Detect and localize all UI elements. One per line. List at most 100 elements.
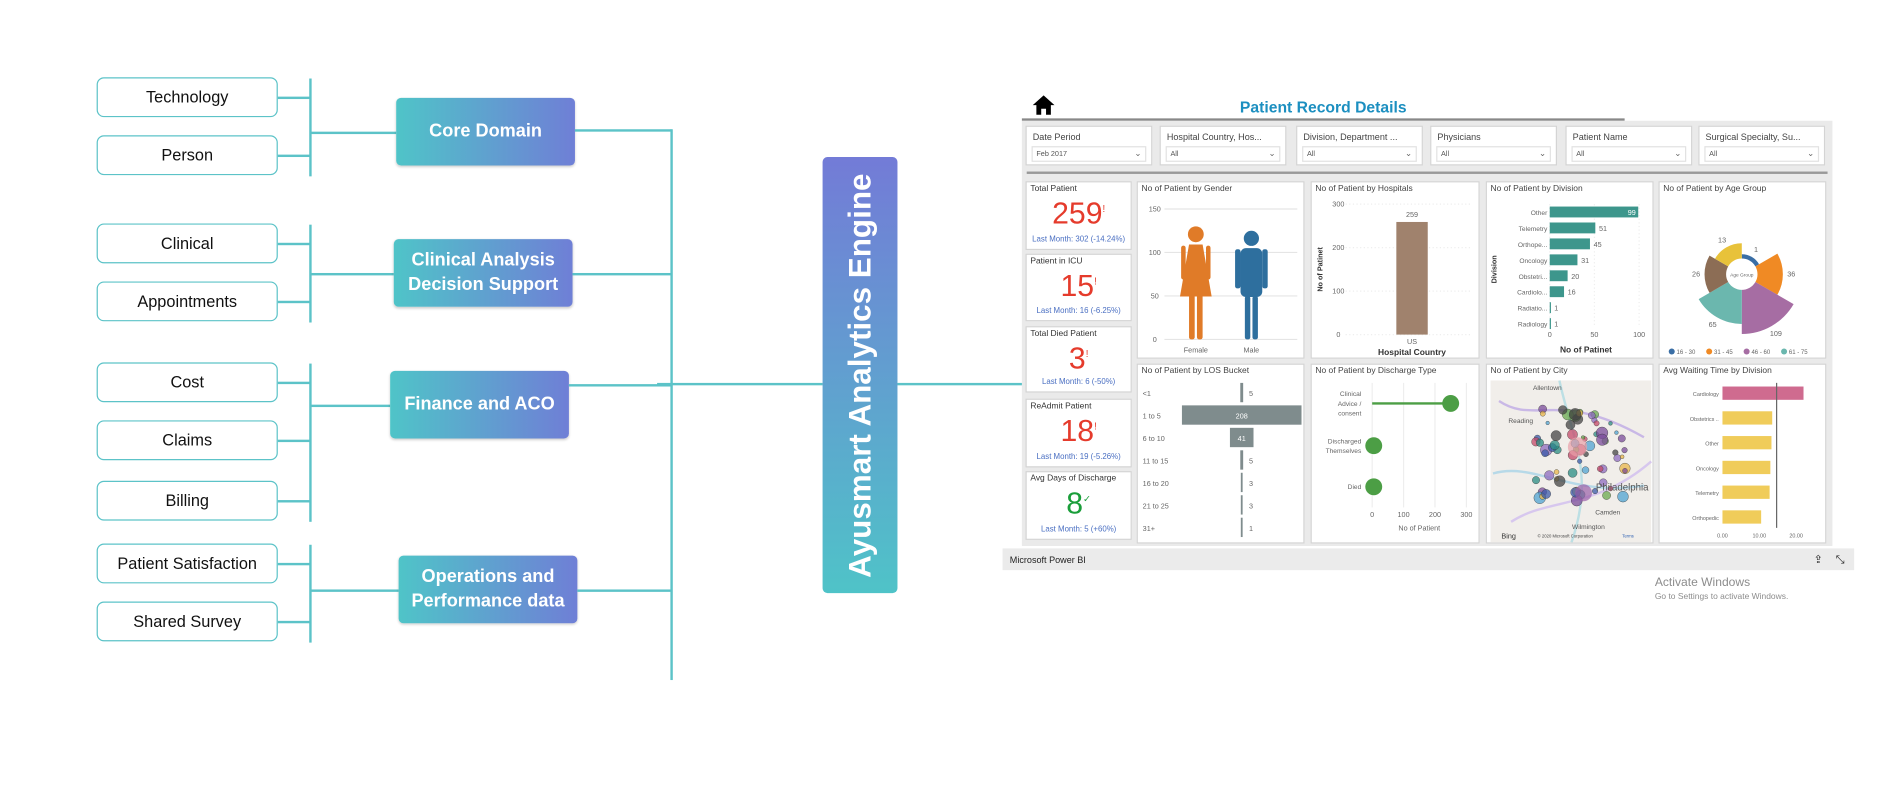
city-bubble[interactable] <box>1608 421 1613 426</box>
city-bubble[interactable] <box>1597 465 1604 472</box>
data-label: 31 <box>1581 256 1589 265</box>
city-bubble[interactable] <box>1535 438 1544 447</box>
city-bubble[interactable] <box>1622 468 1628 474</box>
category-label: Themselves <box>1326 448 1362 455</box>
data-label: 51 <box>1599 224 1607 233</box>
city-bubble[interactable] <box>1565 420 1576 430</box>
domain-box: Clinical Analysis Decision Support <box>393 239 573 307</box>
data-label: 1 <box>1754 245 1758 254</box>
city-bubble[interactable] <box>1592 488 1599 495</box>
connector <box>277 300 311 304</box>
panel-title: No of Patient by LOS Bucket <box>1141 367 1250 376</box>
city-bubble[interactable] <box>1602 491 1611 500</box>
data-label: 1 <box>1249 524 1253 533</box>
activate-windows-hint: Go to Settings to activate Windows. <box>1654 593 1789 602</box>
city-bubble[interactable] <box>1554 475 1566 487</box>
city-bubble[interactable] <box>1613 454 1622 462</box>
bar <box>1722 485 1770 499</box>
map-place-label: Camden <box>1595 510 1620 517</box>
city-bubble[interactable] <box>1541 489 1551 499</box>
city-bubble[interactable] <box>1539 410 1546 417</box>
city-bubble[interactable] <box>1588 411 1596 420</box>
share-icon[interactable]: ⇪ <box>1813 553 1823 566</box>
city-bubble[interactable] <box>1567 468 1578 478</box>
city-bubble[interactable] <box>1553 469 1560 475</box>
city-bubble[interactable] <box>1596 433 1609 446</box>
kpi-number: 18 <box>1060 414 1095 449</box>
map-place-label: Allentown <box>1533 385 1562 392</box>
city-bubble[interactable] <box>1550 430 1562 442</box>
connector <box>277 242 311 246</box>
bar <box>1549 318 1551 330</box>
connector <box>897 382 1025 386</box>
filter-dropdown[interactable]: All⌄ <box>1302 146 1417 162</box>
kpi-title: Patient in ICU <box>1030 257 1083 266</box>
map-terms-link[interactable]: Terms <box>1622 534 1633 539</box>
filter-dropdown[interactable]: Feb 2017⌄ <box>1031 146 1147 162</box>
legend-marker <box>1743 348 1750 355</box>
filter-dropdown[interactable]: All⌄ <box>1704 146 1820 162</box>
domain-box: Finance and ACO <box>390 370 569 439</box>
connector <box>568 384 672 387</box>
kpi-comparison: Last Month: 5 (+60%) <box>1041 525 1117 534</box>
city-bubble[interactable] <box>1581 466 1590 474</box>
city-bubble[interactable] <box>1545 420 1550 425</box>
map-place-label: Reading <box>1508 418 1533 425</box>
category-label: 16 to 20 <box>1143 479 1169 488</box>
footer-bar: Microsoft Power BI ⇪ ⤡ <box>1002 548 1855 571</box>
chevron-down-icon: ⌄ <box>1134 149 1142 159</box>
data-label: 3 <box>1249 479 1253 488</box>
city-bubble[interactable] <box>1549 440 1560 450</box>
filter-dropdown[interactable]: All⌄ <box>1571 146 1687 162</box>
filter-dropdown[interactable]: All⌄ <box>1436 146 1551 162</box>
x-axis-title: Hospital Country <box>1378 347 1446 357</box>
source-box: Appointments <box>96 281 278 322</box>
city-bubble[interactable] <box>1614 430 1619 435</box>
city-bubble[interactable] <box>1544 470 1555 481</box>
female-figure <box>1179 226 1212 340</box>
map-road <box>1498 400 1645 439</box>
category-label: 31+ <box>1143 524 1155 533</box>
city-bubble[interactable] <box>1569 408 1582 421</box>
city-bubble[interactable] <box>1558 405 1568 415</box>
city-bubble[interactable] <box>1577 458 1583 464</box>
category-label: Orthope... <box>1518 242 1548 249</box>
category-label: Cardiology <box>1693 392 1719 398</box>
city-bubble[interactable] <box>1599 478 1608 487</box>
panel-title: No of Patient by Discharge Type <box>1315 367 1437 376</box>
city-bubble[interactable] <box>1617 434 1626 443</box>
city-bubble[interactable] <box>1607 485 1614 492</box>
data-label: 41 <box>1238 434 1246 443</box>
kpi-status-icon: ! <box>1094 421 1097 433</box>
city-bubble[interactable] <box>1593 420 1600 427</box>
filter-label: Division, Department ... <box>1303 131 1398 143</box>
city-bubble[interactable] <box>1620 454 1625 459</box>
axis-label: 50 <box>1590 330 1598 339</box>
city-bubble[interactable] <box>1541 449 1549 458</box>
home-icon[interactable] <box>1032 94 1056 116</box>
filter-dropdown[interactable]: All⌄ <box>1165 146 1281 162</box>
pie-slice <box>1755 253 1783 295</box>
data-label: 3 <box>1249 502 1253 511</box>
city-bubble[interactable] <box>1621 447 1628 454</box>
city-bubble[interactable] <box>1617 490 1629 503</box>
kpi-value: 3! <box>1027 342 1131 377</box>
category-label: Advice / <box>1338 401 1362 408</box>
kpi-number: 3 <box>1068 341 1086 376</box>
city-bubble[interactable] <box>1575 484 1593 502</box>
city-bubble[interactable] <box>1532 476 1540 485</box>
axis-label: 0 <box>1153 335 1157 344</box>
city-bubble[interactable] <box>1567 437 1588 457</box>
exit-fullscreen-icon[interactable]: ⤡ <box>1835 553 1845 566</box>
dashboard-title: Patient Record Details <box>1239 97 1407 116</box>
legend-marker <box>1781 348 1788 355</box>
filter-value: All <box>1306 150 1316 159</box>
panel-title: No of Patient by Division <box>1490 184 1583 194</box>
x-tick: 0.00 <box>1717 534 1728 540</box>
domain-box: Core Domain <box>396 97 575 166</box>
